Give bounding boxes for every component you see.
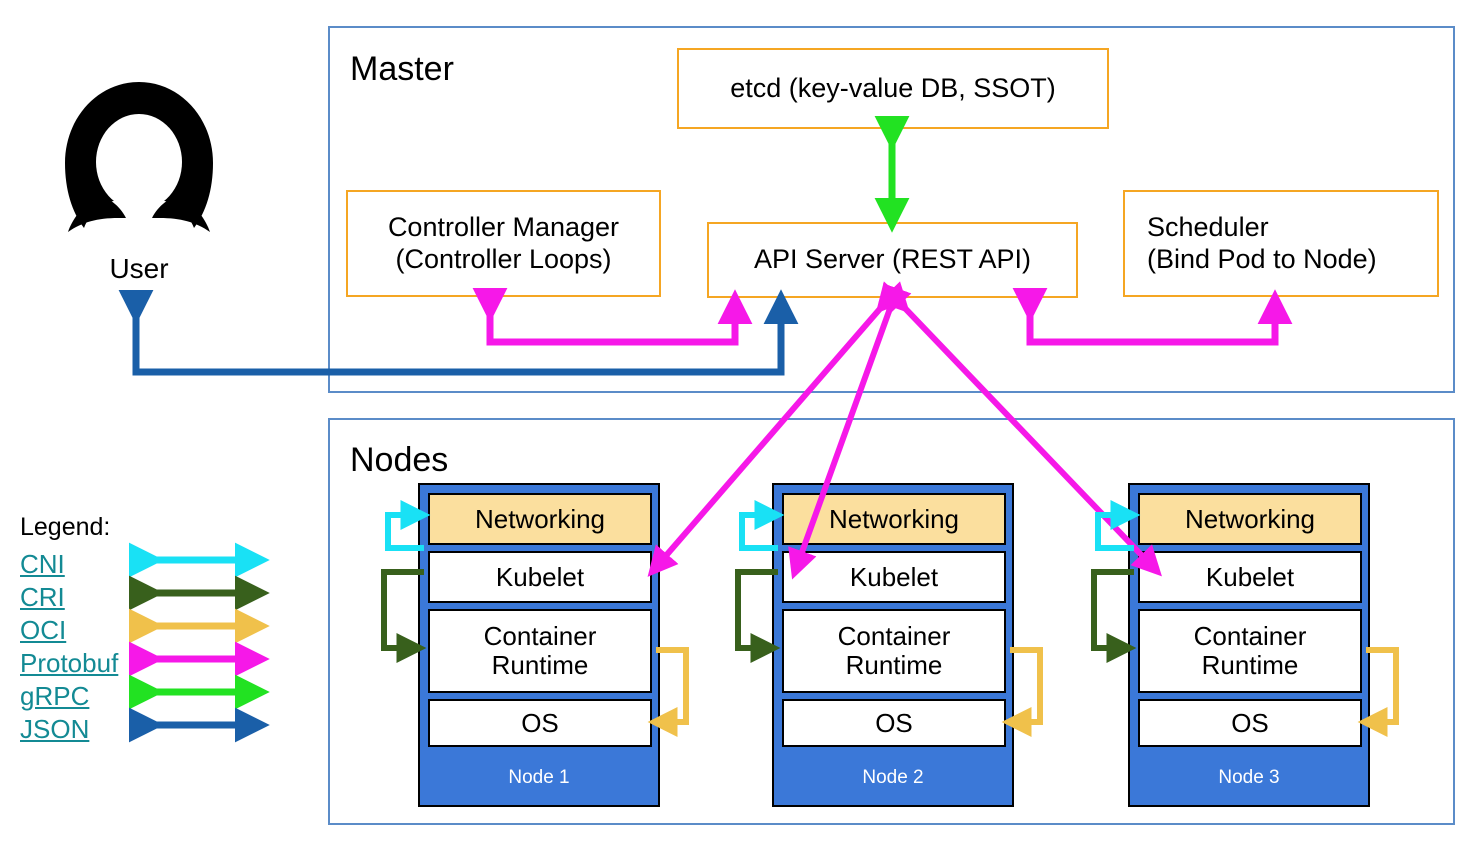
node-3-container-runtime[interactable]: Container Runtime <box>1138 609 1362 693</box>
controller-manager-box[interactable]: Controller Manager (Controller Loops) <box>346 190 661 297</box>
user-label: User <box>109 253 169 284</box>
legend-item-cri[interactable]: CRI <box>20 582 65 612</box>
node-1-container-runtime-line2: Runtime <box>491 650 589 680</box>
node-1-os[interactable]: OS <box>428 699 652 747</box>
scheduler-box[interactable]: Scheduler (Bind Pod to Node) <box>1123 190 1439 297</box>
node-1-container-runtime[interactable]: Container Runtime <box>428 609 652 693</box>
node-2-networking[interactable]: Networking <box>782 493 1006 545</box>
node-1-kubelet[interactable]: Kubelet <box>428 551 652 603</box>
user-avatar-icon <box>65 82 213 232</box>
etcd-box[interactable]: etcd (key-value DB, SSOT) <box>677 48 1109 129</box>
scheduler-label-line1: Scheduler <box>1147 211 1269 242</box>
node-1-container-runtime-line1: Container <box>483 621 597 652</box>
node-3-networking[interactable]: Networking <box>1138 493 1362 545</box>
master-group-label: Master <box>350 50 454 88</box>
legend-item-json[interactable]: JSON <box>20 714 90 744</box>
node-2-os[interactable]: OS <box>782 699 1006 747</box>
etcd-label: etcd (key-value DB, SSOT) <box>730 72 1056 103</box>
legend-item-grpc[interactable]: gRPC <box>20 681 90 711</box>
node-1-name: Node 1 <box>508 767 570 788</box>
node-2-kubelet[interactable]: Kubelet <box>782 551 1006 603</box>
legend-title: Legend: <box>20 513 111 541</box>
node-3-kubelet[interactable]: Kubelet <box>1138 551 1362 603</box>
legend-item-cni[interactable]: CNI <box>20 549 65 579</box>
nodes-group-label: Nodes <box>350 441 449 479</box>
node-3-container-runtime-line2: Runtime <box>1201 650 1299 680</box>
scheduler-label-line2: (Bind Pod to Node) <box>1147 243 1377 274</box>
node-2-name: Node 2 <box>862 767 924 788</box>
node-2-container-runtime[interactable]: Container Runtime <box>782 609 1006 693</box>
api-server-box[interactable]: API Server (REST API) <box>707 222 1078 298</box>
node-3-os[interactable]: OS <box>1138 699 1362 747</box>
node-3-container-runtime-line1: Container <box>1193 621 1307 652</box>
node-2-container-runtime-line1: Container <box>837 621 951 652</box>
node-3-name: Node 3 <box>1218 767 1280 788</box>
node-1-networking[interactable]: Networking <box>428 493 652 545</box>
controller-manager-label-line1: Controller Manager <box>387 211 620 242</box>
legend-item-oci[interactable]: OCI <box>20 615 67 645</box>
node-3-box[interactable]: Networking Kubelet Container Runtime OS … <box>1128 483 1370 807</box>
node-2-box[interactable]: Networking Kubelet Container Runtime OS … <box>772 483 1014 807</box>
legend-item-protobuf[interactable]: Protobuf <box>20 648 119 678</box>
node-2-container-runtime-line2: Runtime <box>845 650 943 680</box>
node-1-box[interactable]: Networking Kubelet Container Runtime OS … <box>418 483 660 807</box>
api-server-label: API Server (REST API) <box>753 244 1032 275</box>
controller-manager-label-line2: (Controller Loops) <box>395 243 612 274</box>
